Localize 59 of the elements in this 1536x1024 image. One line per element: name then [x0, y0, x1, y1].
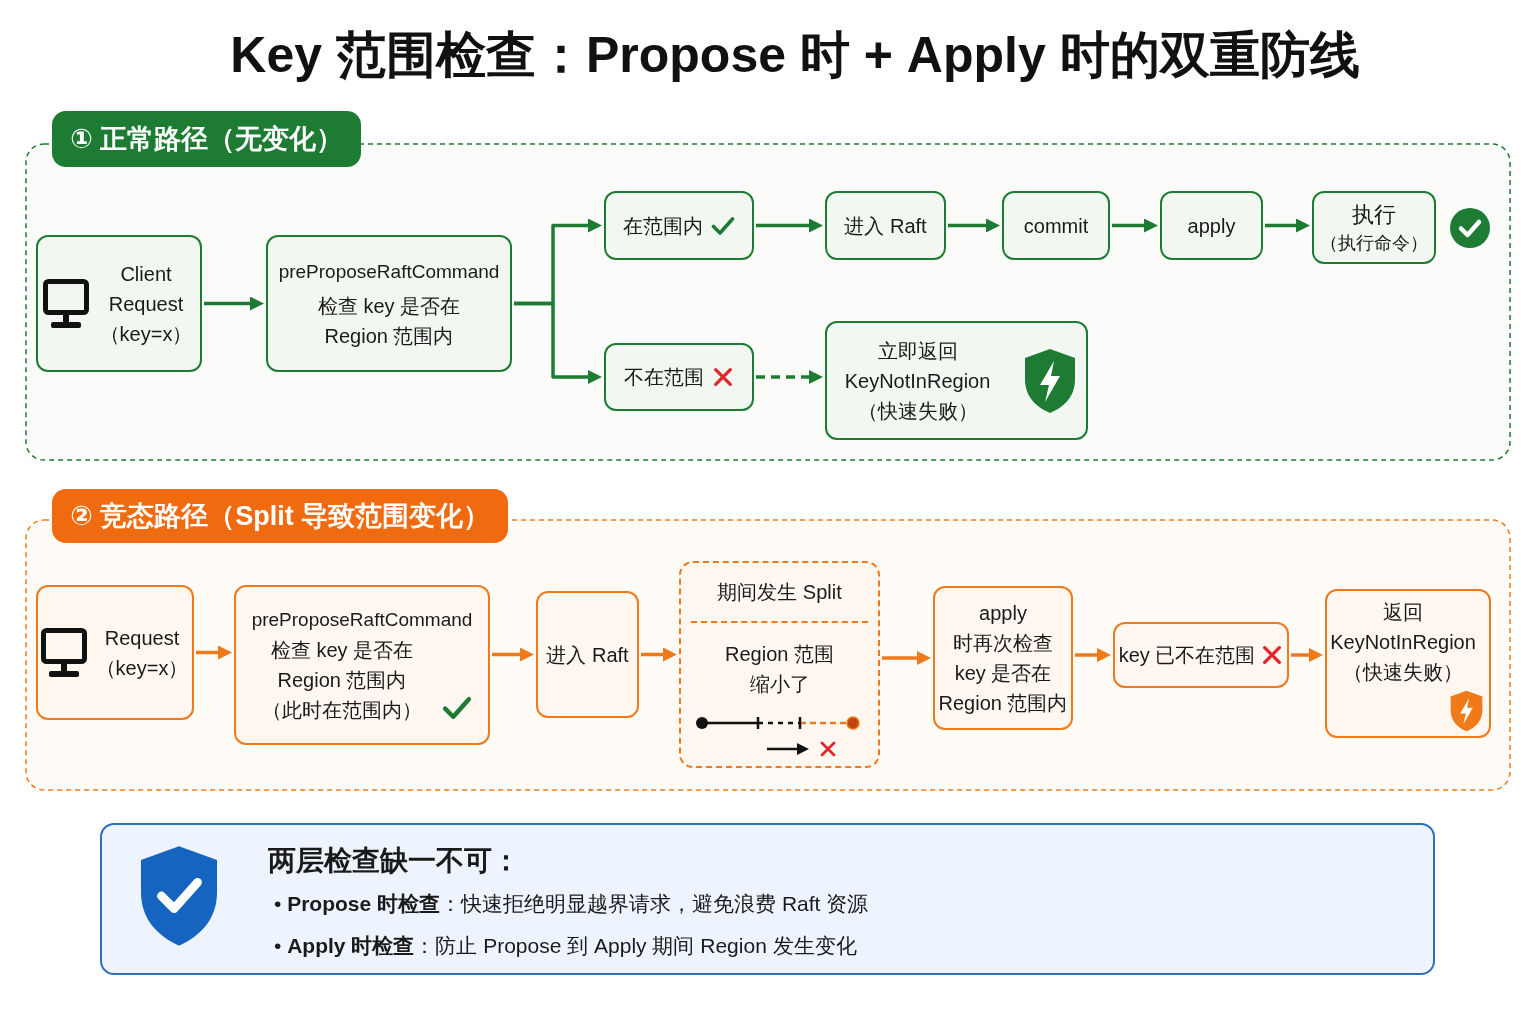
note-heading: 两层检查缺一不可： [268, 844, 520, 878]
bullet-item: • Apply 时检查：防止 Propose 到 Apply 期间 Region 发生变化 [274, 933, 857, 959]
node-title: 执行 [1352, 200, 1396, 229]
node-label: commit [1023, 213, 1089, 239]
process-box [825, 321, 1088, 440]
process-box [604, 191, 754, 260]
arrow [514, 301, 602, 384]
arrow [756, 218, 823, 233]
node-label: 不在范围 [624, 365, 704, 390]
process-box [1113, 622, 1289, 688]
arrow [641, 647, 677, 662]
process-box [36, 585, 194, 720]
dashed-group-panel [25, 111, 1511, 461]
process-box [1325, 589, 1491, 738]
node-label: apply 时再次检查 key 是否在 Region 范围内 [937, 601, 1069, 716]
node-title: preProposeRaftCommand [251, 608, 473, 632]
section-tab: ② 竞态路径（Split 导致范围变化） [52, 489, 509, 543]
note-box [100, 823, 1435, 975]
process-box [1312, 191, 1436, 264]
node-label: 立即返回 KeyNotInRegion （快速失败） [843, 338, 992, 424]
arrow [1291, 648, 1323, 662]
node-title: preProposeRaftCommand [278, 259, 500, 284]
node-label: Request （key=x） [94, 625, 190, 681]
node-label: apply [1187, 213, 1236, 239]
node-label: key 已不在范围 [1118, 643, 1256, 668]
arrow [196, 645, 232, 660]
node-label: 检查 key 是否在 Region 范围内 [316, 293, 462, 349]
diagram-title: Key 范围检查：Propose 时 + Apply 时的双重防线 [230, 26, 1360, 85]
node-title: 期间发生 Split [716, 580, 843, 605]
node-label: 进入 Raft [546, 642, 629, 668]
arrow [1075, 648, 1111, 662]
process-box [825, 191, 946, 260]
process-box [604, 343, 754, 411]
process-box [1160, 191, 1263, 260]
bullet-item: • Propose 时检查：快速拒绝明显越界请求，避免浪费 Raft 资源 [274, 891, 869, 917]
arrow [1265, 218, 1310, 233]
process-box [536, 591, 639, 718]
process-box [1002, 191, 1110, 260]
node-label: 进入 Raft [844, 213, 927, 239]
process-box [234, 585, 490, 745]
dashed-arrow [756, 370, 823, 384]
node-label: 检查 key 是否在 Region 范围内 [269, 638, 415, 693]
arrow [948, 218, 1000, 233]
node-label: Client Request （key=x） [98, 261, 194, 347]
arrow [882, 651, 931, 665]
node-label: （执行命令） [1320, 231, 1428, 255]
node-label: Region 范围缩小了 [724, 642, 835, 697]
node-label: 返回 KeyNotInRegion （快速失败） [1329, 600, 1477, 685]
process-box [933, 586, 1073, 730]
arrow [1112, 218, 1158, 233]
dashed-process-box [679, 561, 880, 768]
arrow [204, 296, 264, 311]
process-box [266, 235, 512, 372]
node-label: 在范围内 [623, 213, 703, 239]
process-box [36, 235, 202, 372]
dashed-group-panel [25, 489, 1511, 791]
arrow [492, 647, 534, 662]
section-tab: ① 正常路径（无变化） [52, 111, 362, 167]
node-note: （此时在范围内） [262, 698, 422, 723]
